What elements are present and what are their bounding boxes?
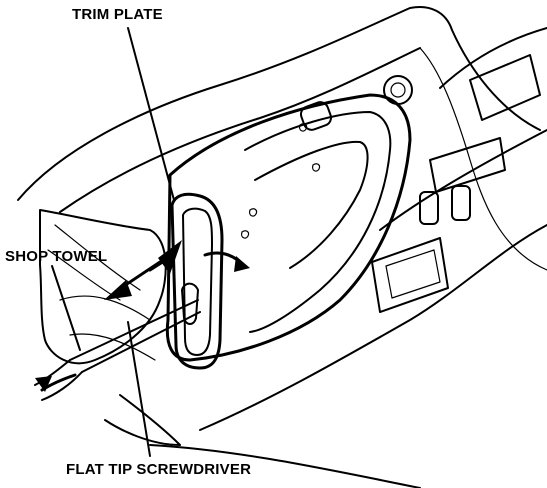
armrest-top-edge xyxy=(439,27,547,89)
handle-screw-3 xyxy=(249,208,258,217)
screwdriver-handle xyxy=(34,359,83,401)
window-switch-left xyxy=(419,191,439,225)
lock-switch-recess xyxy=(371,237,449,313)
window-switch-right xyxy=(451,185,471,221)
door-panel-outline xyxy=(17,6,541,201)
handle-bezel-outer xyxy=(165,93,412,362)
label-shop-towel: SHOP TOWEL xyxy=(5,248,108,265)
pry-arrow-head-left xyxy=(104,280,132,300)
screwdriver-shaft-top xyxy=(69,299,199,361)
armrest-lower-edge xyxy=(149,444,421,488)
handle-screw-1 xyxy=(299,123,308,132)
handle-screw-4 xyxy=(241,230,250,239)
label-flat-tip-screwdriver: FLAT TIP SCREWDRIVER xyxy=(66,461,252,478)
trim-plate-slot xyxy=(181,282,199,325)
lock-knob-center xyxy=(390,82,406,98)
pull-arrow-head xyxy=(234,256,250,272)
trim-plate xyxy=(170,192,224,370)
door-panel-inner-edge xyxy=(59,47,421,213)
lock-switch-inner xyxy=(385,249,441,299)
handle-pull-tab xyxy=(299,101,333,131)
armrest-lower-rail xyxy=(379,129,547,231)
switch-panel-mid-recess xyxy=(429,137,506,193)
leader-shop-towel xyxy=(51,265,81,351)
shop-towel-tail xyxy=(104,394,181,446)
pry-arrow-head-right xyxy=(158,240,182,274)
shop-towel-body xyxy=(39,209,167,365)
handle-lever xyxy=(254,140,369,269)
armrest-edge xyxy=(199,224,547,431)
switch-panel-top-recess xyxy=(469,54,541,121)
handle-bezel-inner xyxy=(244,111,392,333)
label-trim-plate: TRIM PLATE xyxy=(72,6,163,23)
swing-arrow-head xyxy=(35,376,52,392)
handle-screw-2 xyxy=(312,163,321,172)
leader-trim-plate xyxy=(127,27,175,201)
leader-flat-tip-screwdriver xyxy=(127,321,151,457)
shop-towel-fold-2 xyxy=(59,295,151,321)
screwdriver-shaft-bottom xyxy=(81,311,201,373)
trim-plate-inner xyxy=(182,207,213,356)
